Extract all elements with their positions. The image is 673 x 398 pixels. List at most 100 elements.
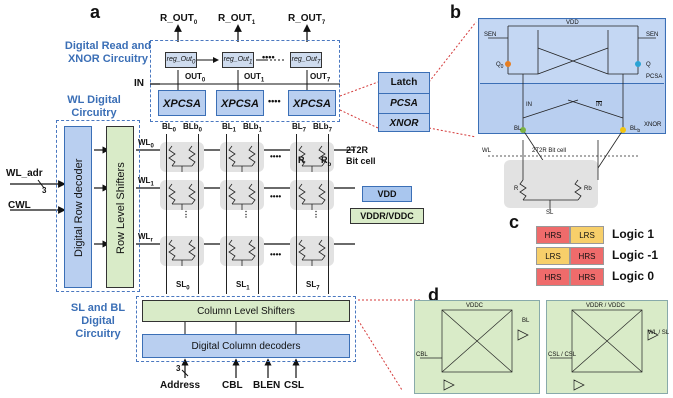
r-out-7-label: R_OUT7 [288,13,326,26]
col-ellipsis-1: ⋮ [242,210,250,219]
bit-cell [220,236,264,266]
panel-b-pcsa [480,20,664,84]
panel-b-inb: IN [596,102,602,108]
digital-column-decoders: Digital Column decoders [142,334,350,358]
wl-adr-label: WL_adr [6,168,43,179]
bl-wire-7 [296,134,298,294]
bit-cell [290,180,334,210]
sl-bl-digital-region [136,296,356,362]
reg-out-0: reg_Out0 [165,52,197,68]
cwl-label: CWL [8,200,31,211]
reg-out-1: reg_Out1 [222,52,254,68]
row-ellipsis-0: •••• [270,152,282,161]
address-bus-width: 3 [176,364,181,373]
logic-label: Logic 0 [612,269,655,283]
logic-label: Logic 1 [612,227,655,241]
panel-b-in: IN [526,102,532,108]
out-label-0: OUT0 [185,72,206,84]
xpcsa-0: XPCSA [158,90,206,116]
panel-b-sl: SL [546,210,554,216]
xpcsa-1: XPCSA [216,90,264,116]
bit-cell [290,236,334,266]
row-ellipsis-1: •••• [270,192,282,201]
bl-label-7: BL7 [292,122,307,134]
digital-read-title: Digital Read and XNOR Circuitry [64,40,152,65]
bl-wire-1 [226,134,228,294]
blb-label-7: BLb7 [313,122,332,134]
out-label-7: OUT7 [310,72,331,84]
wl-adr-bus-width: 3 [42,186,47,195]
panel-b-r: R [514,186,519,192]
panel-b-cell-label: 2T2R Bit cell [532,148,567,154]
panel-d-right-top: VDDR / VDDC [586,303,626,309]
out-label-1: OUT1 [244,72,265,84]
panel-b-xnor-label: XNOR [644,122,662,128]
sl-label-0: SL0 [176,280,190,292]
r-out-1-label: R_OUT1 [218,13,256,26]
row-level-shifters: Row Level Shifters [106,126,134,288]
input-csl: CSL [284,380,304,391]
legend-vddr: VDDR/VDDC [350,208,424,224]
blb-wire-7 [328,134,330,294]
logic-state-b: HRS [570,268,604,286]
wl-digital-region [56,120,140,292]
panel-d-out: WL / SL [648,330,670,336]
row-ellipsis-2: •••• [270,250,282,259]
logic-state-a: LRS [536,247,570,265]
rb-label: Rb [321,155,332,168]
logic-state-b: LRS [570,226,604,244]
bit-cell [290,142,334,172]
panel-b-sen-left: SEN [484,32,497,38]
blb-label-1: BLb1 [243,122,262,134]
sl-label-1: SL1 [236,280,250,292]
blb-wire-1 [258,134,260,294]
panel-label-d: d [428,285,439,305]
panel-b-bl: BL [514,126,522,132]
panel-d-schematic-right [546,300,668,394]
panel-b-wl: WL [482,148,491,154]
logic-state-a: HRS [536,226,570,244]
bit-cell [220,142,264,172]
panel-label-c: c [509,212,520,232]
wl-label-0: WL0 [138,138,154,150]
panel-d-circuits [420,309,659,391]
bl-label-1: BL1 [222,122,237,134]
digital-read-region [150,40,340,122]
xpcsa-ellipsis: •••• [268,96,281,106]
r-out-0-label: R_OUT0 [160,13,198,26]
stack-latch: Latch [379,73,429,94]
col-ellipsis-7: ⋮ [312,210,320,219]
stack-xnor: XNOR [389,118,419,129]
blb-wire-0 [198,134,200,294]
sl-label-7: SL7 [306,280,320,292]
logic-state-a: HRS [536,268,570,286]
panel-d-schematic-left [414,300,540,394]
reg-ellipsis: •••• [262,52,275,62]
panel-d-bl: BL [522,318,530,324]
bl-wire-0 [166,134,168,294]
legend-vdd: VDD [362,186,412,202]
panel-label-a: a [90,2,101,22]
bit-cell [160,142,204,172]
panel-b-sen-right: SEN [646,32,659,38]
panel-b-q: Q [646,62,651,68]
panel-b-q0: Q0 [496,62,504,71]
input-address: Address [160,380,201,391]
wl-label-r: WLr [138,232,153,244]
xpcsa-7: XPCSA [288,90,336,116]
logic-label: Logic -1 [612,248,659,262]
bl-label-0: BL0 [162,122,177,134]
col-ellipsis-0: ⋮ [182,210,190,219]
panel-b-blb: BLb [630,126,641,135]
stack-pcsa: PCSA [379,94,429,114]
bit-cell [160,236,204,266]
reg-out-7: reg_Out7 [290,52,322,68]
digital-row-decoder: Digital Row decoder [64,126,92,288]
wl-digital-title: WL Digital Circuitry [67,94,121,119]
sense-stack: Latch PCSA XNOR [378,72,430,132]
panel-d-cbl: CBL [416,352,428,358]
panel-b-schematic [488,25,656,169]
panel-label-b: b [450,2,461,22]
bit-cell-label: 2T2R Bit cell [346,145,376,166]
panel-b-pcsa-label: PCSA [646,74,663,80]
